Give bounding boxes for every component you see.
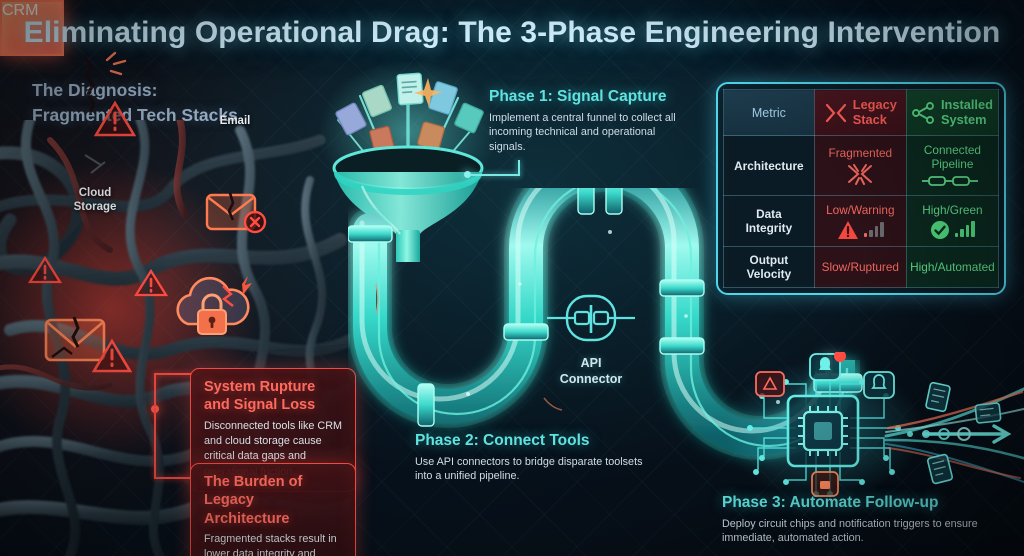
legacy-output-value: Slow/Ruptured [821,260,899,275]
cell-installed-data-integrity: High/Green [905,195,1000,248]
cloud-storage-warning-icon [92,338,132,373]
callout-leader-line [154,408,156,478]
callout-1-title: System Rupture and Signal Loss [204,378,342,415]
callout-leader-line [154,477,192,479]
api-connector-label-line1: API [580,356,602,370]
phase-2-block: Phase 2: Connect Tools Use API connector… [415,432,645,484]
table-row: Output Velocity Slow/Ruptured High/Autom… [723,246,1000,288]
api-connector-label-line2: Connector [559,371,623,386]
header-installed-system: Installed System [905,89,1000,136]
comparison-table-grid: Metric Legacy Stack [723,89,1000,288]
phase-3-block: Phase 3: Automate Follow-up Deploy circu… [722,494,982,546]
table-header-row: Metric Legacy Stack [723,89,1000,136]
metric-output-line2: Velocity [746,267,792,282]
callout-1-title-line2: and Signal Loss [204,397,316,414]
installed-output-value: High/Automated [910,260,995,275]
crm-warning-icon [94,100,136,137]
comparison-table: Metric Legacy Stack [716,82,1006,295]
callout-leader-line [154,373,192,375]
phase-3-body: Deploy circuit chips and notification tr… [722,517,978,545]
metric-output-line1: Output [749,252,789,267]
diagnosis-heading-line1: The Diagnosis: [32,80,158,100]
email-node-icon [205,192,267,234]
warning-triangle-icon [28,255,62,284]
phase-1-block: Phase 1: Signal Capture Implement a cent… [489,88,689,155]
callout-leader-line [154,374,156,407]
callout-2-body: Fragmented stacks result in lower data i… [204,532,337,556]
legacy-architecture-value: Fragmented [828,146,893,161]
output-stream-illustration [884,381,1024,485]
cloud-storage-label-line1: Cloud [78,187,112,199]
api-connector-icon [547,294,635,342]
installed-architecture-value: Connected Pipeline [924,143,981,171]
cell-installed-architecture: Connected Pipeline [905,134,1000,197]
email-node-label: Email [219,115,251,127]
cloud-lock-icon [176,276,252,335]
cell-legacy-output-velocity: Slow/Ruptured [813,246,907,288]
phase-3-heading: Phase 3: Automate Follow-up [722,494,939,511]
cloud-storage-label-line2: Storage [73,201,117,214]
cell-metric-architecture: Architecture [723,134,815,197]
header-installed-system-label: Installed System [941,98,993,127]
header-installed-line1: Installed [940,97,993,113]
metric-data-line2: Integrity [745,221,793,236]
installed-signal-bars-icon [954,221,975,238]
phase-2-heading: Phase 2: Connect Tools [415,432,590,449]
broken-link-icon [825,103,846,122]
cell-legacy-data-integrity: Low/Warning [813,195,907,248]
api-connector-node: API Connector [541,293,641,387]
callout-2-title-line1: The Burden of [204,474,303,490]
table-row: Data Integrity Low/Warning [723,195,1000,248]
phase-2-body: Use API connectors to bridge disparate t… [415,455,643,483]
callout-1-title-line1: System Rupture [204,379,316,395]
header-legacy-stack-label: Legacy Stack [853,98,897,127]
broken-link-icon [848,164,873,186]
metric-data-line1: Data [756,207,782,222]
table-row: Architecture Fragmented [723,134,1000,197]
callout-legacy-burden: The Burden of Legacy Architecture Fragme… [190,463,356,556]
header-metric-label: Metric [751,105,786,120]
header-metric: Metric [723,89,815,136]
header-installed-line2: System [940,111,987,127]
callout-2-title-line2: Legacy Architecture [204,492,290,527]
cell-metric-data-integrity: Data Integrity [723,195,815,248]
callout-2-title: The Burden of Legacy Architecture [204,473,342,528]
cell-installed-output-velocity: High/Automated [905,246,1000,288]
pipeline-segments-icon [922,176,979,187]
cell-metric-output-velocity: Output Velocity [723,246,815,288]
legacy-signal-bars-icon [863,222,884,238]
installed-data-value: High/Green [922,202,983,217]
phase-1-body: Implement a central funnel to collect al… [489,111,676,154]
share-nodes-icon [912,101,934,124]
warning-triangle-icon [134,268,168,297]
legacy-data-value: Low/Warning [826,202,895,217]
metric-architecture-label: Architecture [734,158,804,173]
installed-arch-line1: Connected [923,143,981,157]
api-connector-label: API Connector [541,356,641,387]
installed-arch-line2: Pipeline [931,157,974,172]
header-legacy-line2: Stack [852,111,887,127]
phase-1-heading: Phase 1: Signal Capture [489,88,667,105]
cloud-storage-node-label: Cloud Storage [60,186,130,215]
page-title: Eliminating Operational Drag: The 3-Phas… [23,16,1001,49]
cell-legacy-architecture: Fragmented [813,134,907,197]
header-legacy-line1: Legacy [852,97,897,113]
header-legacy-stack: Legacy Stack [813,89,907,136]
check-circle-icon [930,220,949,239]
warning-triangle-icon [837,220,858,239]
